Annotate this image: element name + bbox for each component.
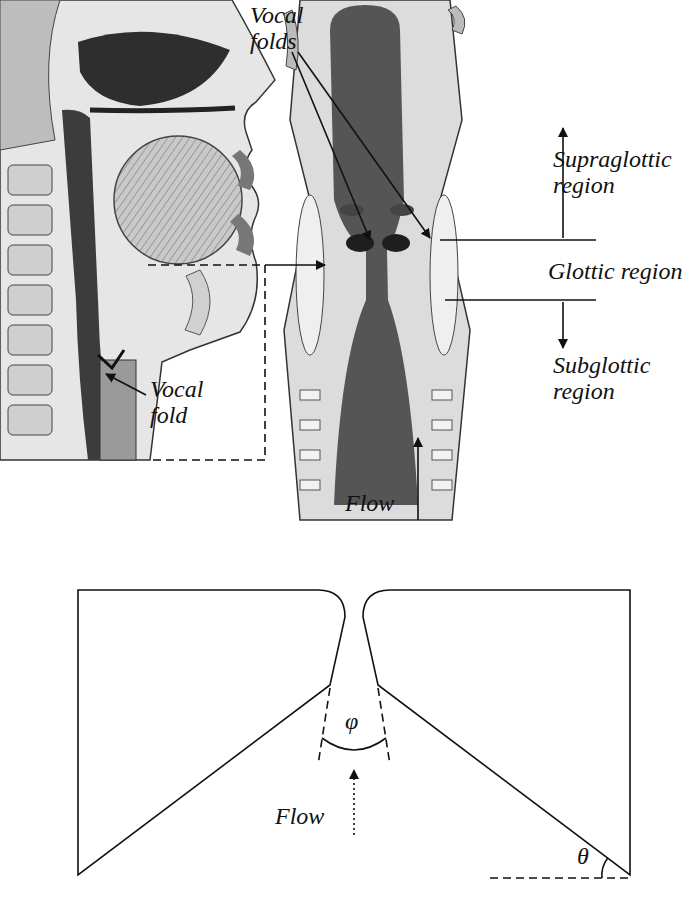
vertebra: [8, 245, 52, 275]
angle-arc: [322, 738, 386, 750]
epiglottis-right: [448, 6, 465, 34]
vocal-fold: [382, 234, 410, 252]
flow-label: Flow: [275, 803, 335, 829]
tracheal-ring: [432, 450, 452, 460]
thyroid-cartilage: [430, 195, 458, 355]
head-section: [0, 0, 275, 460]
leader-lines: [106, 52, 596, 520]
angle-arc: [602, 858, 608, 878]
part-label: Vocal folds: [250, 2, 330, 54]
larynx-section: [284, 0, 470, 520]
zoom-bracket: [148, 265, 265, 460]
vertebra: [8, 365, 52, 395]
leader-line: [298, 52, 430, 238]
flow-arrow: [353, 770, 355, 835]
vertebra: [8, 165, 52, 195]
angle-guide: [318, 688, 330, 765]
vertebra: [8, 205, 52, 235]
angle-guide: [378, 688, 390, 765]
fold-left-profile: [78, 590, 345, 875]
schematic: [78, 590, 630, 878]
fold-right-profile: [363, 590, 630, 875]
tracheal-ring: [300, 390, 320, 400]
skull-base: [0, 0, 60, 150]
larynx-outline: [284, 0, 470, 520]
leader-line: [292, 52, 370, 240]
flow-label: Flow: [345, 490, 405, 516]
thyroid-cartilage: [296, 195, 324, 355]
vertebra: [8, 405, 52, 435]
flow-arrow: [417, 438, 419, 520]
hard-palate: [90, 108, 235, 111]
tracheal-ring: [432, 480, 452, 490]
angle-symbol: φ: [345, 708, 367, 734]
region-label: Supraglottic region: [553, 146, 673, 198]
vocal-fold: [346, 234, 374, 252]
tracheal-ring: [300, 450, 320, 460]
tracheal-ring: [300, 420, 320, 430]
leader-line: [106, 374, 146, 395]
part-label: Vocal fold: [150, 376, 220, 428]
vocal-fold-mark: [98, 350, 124, 368]
angle-guide: [490, 877, 630, 879]
tracheal-ring: [432, 420, 452, 430]
vertebra: [8, 325, 52, 355]
region-boundary: [440, 239, 596, 241]
region-boundary: [445, 299, 596, 301]
nasal-cavity: [78, 32, 230, 106]
mandible: [185, 270, 210, 335]
region-label: Subglottic region: [553, 352, 673, 404]
angle-symbol: θ: [577, 843, 599, 869]
region-arrow: [562, 302, 564, 348]
vertebra: [8, 285, 52, 315]
lower-lip: [230, 214, 254, 256]
region-label: Glottic region: [548, 258, 700, 284]
ventricular-fold: [340, 204, 364, 216]
head-outline: [0, 0, 275, 460]
larynx-tube: [100, 360, 136, 460]
upper-lip: [232, 150, 254, 190]
tracheal-ring: [300, 480, 320, 490]
tongue: [114, 136, 242, 264]
tracheal-ring: [432, 390, 452, 400]
airway: [330, 5, 418, 505]
zoom-arrow: [265, 264, 325, 266]
